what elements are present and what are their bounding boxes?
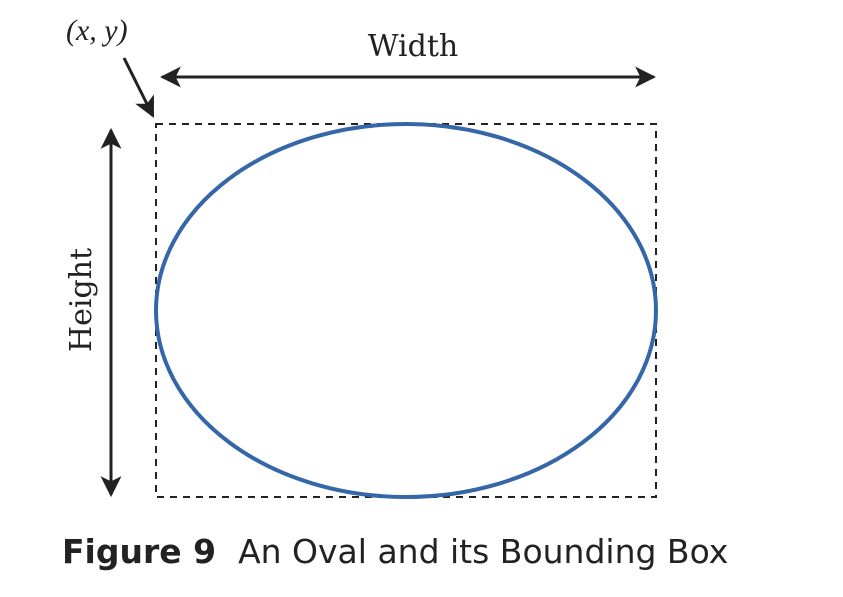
oval-shape bbox=[154, 122, 658, 499]
origin-pointer-arrow bbox=[122, 57, 155, 118]
oval-bounding-box-diagram: (x, y) Width Height bbox=[64, 14, 658, 499]
figure-number: Figure 9 bbox=[62, 532, 217, 571]
width-label: Width bbox=[368, 29, 458, 64]
figure-caption-text: An Oval and its Bounding Box bbox=[238, 532, 729, 571]
height-label: Height bbox=[64, 248, 99, 352]
origin-label: (x, y) bbox=[66, 14, 128, 47]
bounding-box bbox=[155, 123, 657, 498]
figure-caption: Figure 9 An Oval and its Bounding Box bbox=[62, 530, 728, 574]
